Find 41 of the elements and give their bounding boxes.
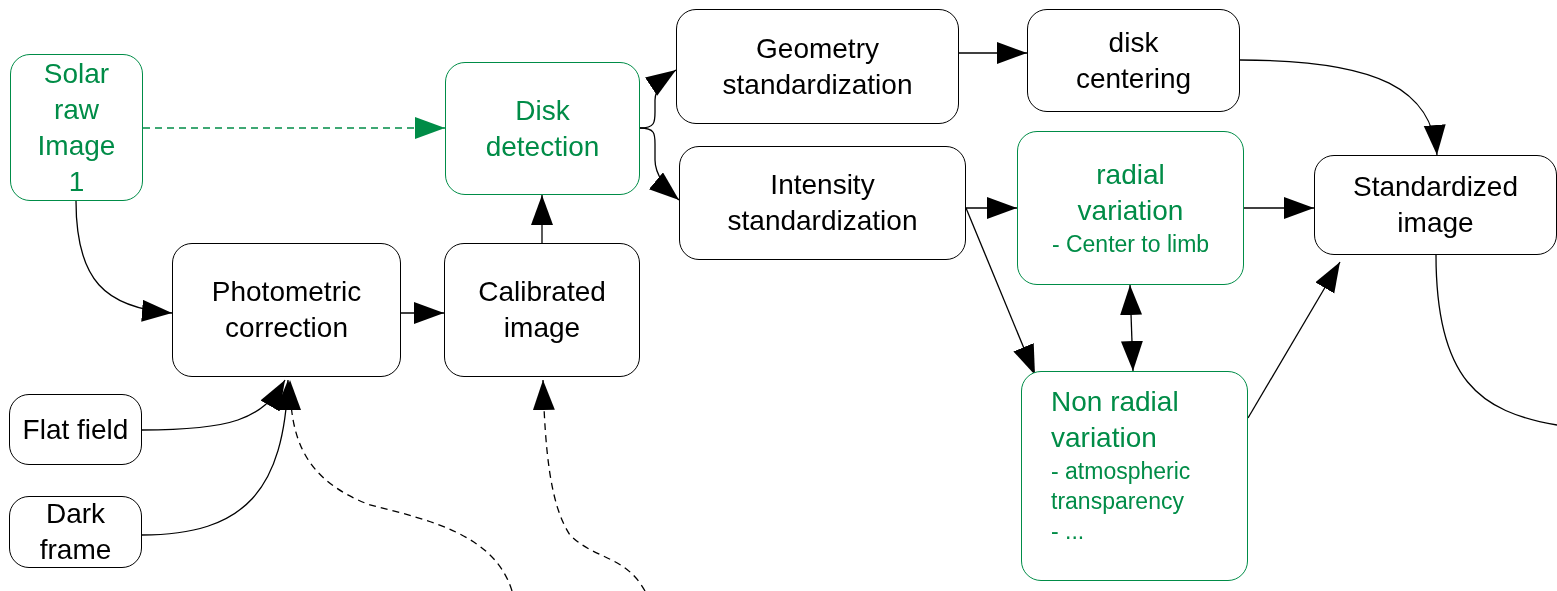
arrow (1239, 59, 1444, 156)
box-title: disk centering (1074, 25, 1193, 96)
process-box (1017, 131, 1244, 285)
process-box (444, 243, 640, 377)
box-title: Dark frame (38, 497, 113, 567)
process-box (9, 394, 142, 465)
box-note: - Center to limb (1051, 230, 1210, 259)
process-box (679, 146, 966, 260)
process-box (445, 62, 640, 195)
box-title: Geometry standardization (721, 31, 914, 102)
arrow (965, 197, 1018, 219)
box-title: Standardized image (1352, 170, 1519, 240)
arrow (531, 194, 553, 244)
process-box (10, 54, 143, 201)
process-box (1314, 155, 1557, 255)
process-box (1021, 371, 1248, 581)
arrow (75, 200, 173, 321)
process-box (9, 496, 142, 568)
box-title: Non radial variation (1051, 385, 1180, 455)
box-note: - ... (1051, 517, 1085, 546)
arrow (958, 42, 1028, 64)
box-note: - atmospheric transparency (1051, 457, 1192, 516)
process-box (172, 243, 401, 377)
arrow (142, 117, 446, 139)
arrow (639, 127, 680, 201)
process-box (676, 9, 959, 124)
arrow (1243, 197, 1315, 219)
box-title: Calibrated image (477, 275, 607, 345)
arrow (533, 379, 646, 591)
arrow (400, 302, 445, 324)
process-box (1027, 9, 1240, 112)
box-title: Photometric correction (210, 275, 363, 345)
box-title: Disk detection (484, 93, 601, 164)
arrow (279, 379, 513, 591)
box-title: radial variation (1076, 158, 1185, 228)
box-title: Intensity standardization (726, 168, 919, 238)
arrow (1247, 261, 1341, 419)
box-title: Solar raw Image 1 (36, 56, 117, 199)
arrow (141, 379, 286, 431)
box-title: Flat field (22, 412, 129, 447)
arrow (1120, 284, 1143, 372)
